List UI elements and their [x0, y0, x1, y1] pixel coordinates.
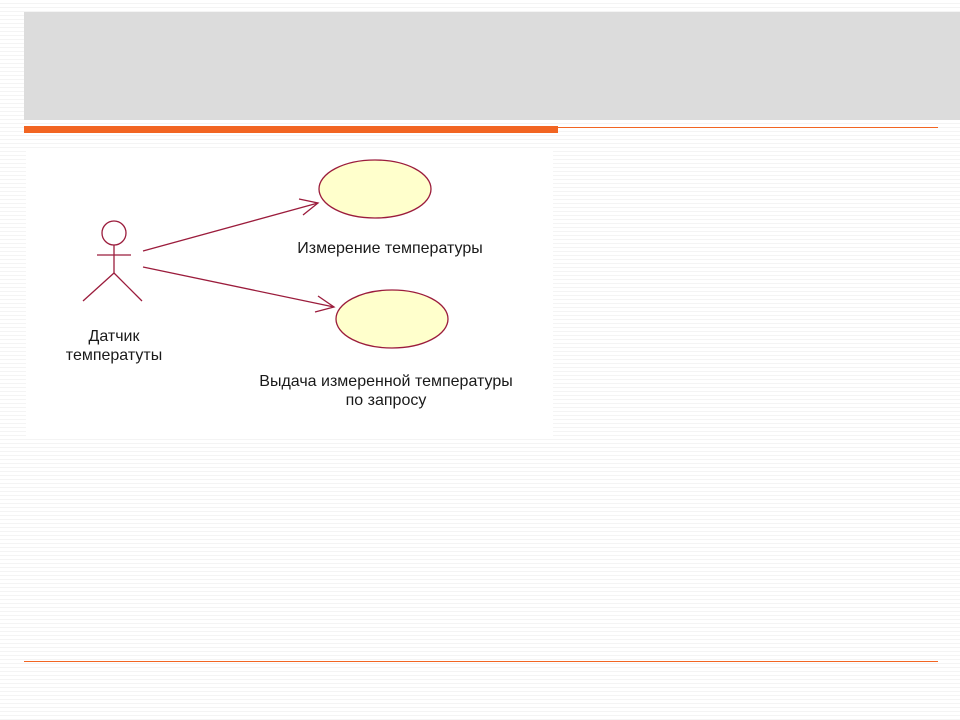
- association-1: [142, 198, 320, 252]
- use-case-2-label-line2: по запросу: [345, 392, 427, 409]
- actor-label: Датчик температуты: [44, 327, 184, 365]
- use-case-2-ellipse: [335, 289, 449, 349]
- association-2-arrowhead: [314, 295, 336, 313]
- actor-head: [101, 220, 127, 246]
- slide-title-band: [24, 12, 960, 120]
- actor-label-line2: температуты: [65, 347, 163, 364]
- use-case-2-label: Выдача измеренной температуры по запросу: [226, 372, 546, 410]
- association-1-line: [142, 202, 319, 252]
- actor-figure: [82, 220, 143, 302]
- footer-rule: [24, 661, 938, 662]
- title-underline-thin: [558, 127, 938, 128]
- use-case-1-label-line1: Измерение температуры: [297, 240, 483, 257]
- diagram-canvas: [82, 159, 449, 349]
- use-case-1-label: Измерение температуры: [250, 239, 530, 258]
- actor-left-leg: [82, 272, 115, 302]
- use-case-diagram: Датчик температуты Измерение температуры…: [26, 151, 553, 439]
- actor-right-leg: [113, 272, 143, 302]
- use-case-2-label-line1: Выдача измеренной температуры: [259, 373, 513, 390]
- association-1-arrowhead: [298, 198, 320, 216]
- actor-label-line1: Датчик: [88, 328, 140, 345]
- title-underline-thick: [24, 126, 558, 133]
- association-2: [142, 266, 336, 313]
- use-case-1-ellipse: [318, 159, 432, 219]
- association-2-line: [142, 266, 335, 308]
